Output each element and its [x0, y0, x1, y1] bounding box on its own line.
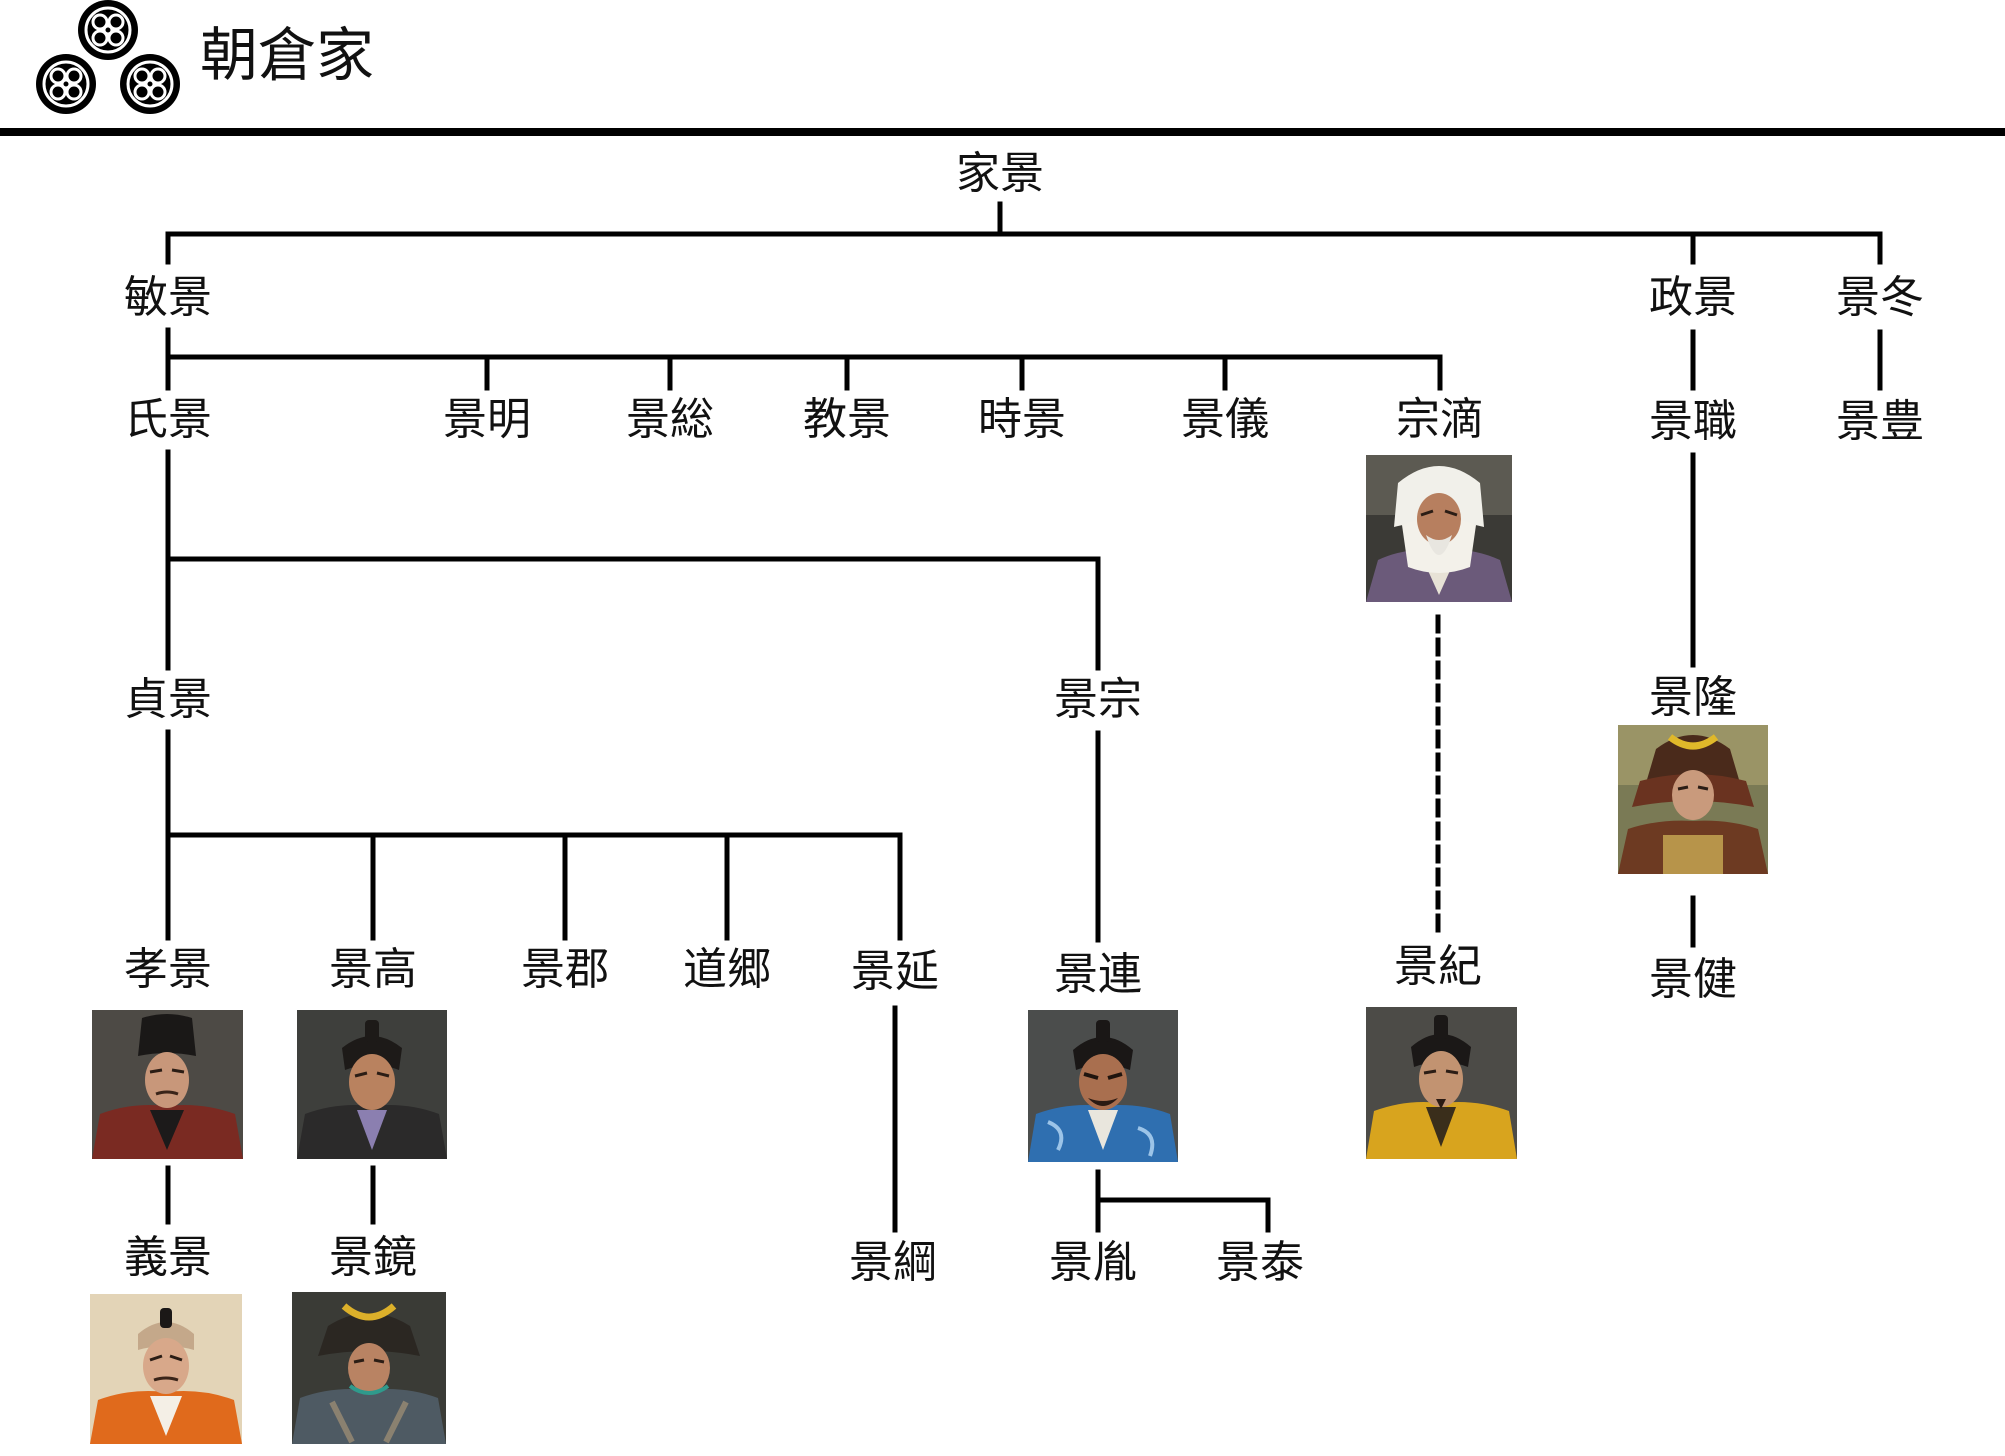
- person-name-kage-akira: 景鏡: [329, 1232, 417, 1283]
- person-name-kage-taka: 景高: [329, 944, 417, 995]
- person-name-kage-fusa: 景総: [626, 394, 714, 445]
- mokko-crest-icon: [26, 0, 190, 118]
- person-name-kage-tsura: 景連: [1054, 949, 1142, 1000]
- portrait-taka-kage: [92, 1010, 243, 1159]
- person-name-ie-kage: 家景: [956, 148, 1044, 199]
- person-name-kage-sato: 景郡: [521, 944, 609, 995]
- person-name-kage-nobu: 景延: [851, 946, 939, 997]
- portrait-kage-akira: [292, 1292, 446, 1444]
- person-name-toshi-kage: 敏景: [124, 272, 212, 323]
- person-name-masa-kage: 政景: [1649, 272, 1737, 323]
- person-name-toki-kage: 時景: [978, 394, 1066, 445]
- person-name-taka-kage: 孝景: [124, 944, 212, 995]
- person-name-kage-take: 景健: [1649, 954, 1737, 1005]
- person-name-sada-kage: 貞景: [124, 674, 212, 725]
- portrait-kage-taka2: [1618, 725, 1768, 874]
- person-name-dokyo: 道郷: [683, 944, 771, 995]
- person-name-yoshi-kage: 義景: [124, 1232, 212, 1283]
- person-name-kage-fuyu: 景冬: [1836, 272, 1924, 323]
- person-name-kage-nori2: 景紀: [1394, 941, 1482, 992]
- portrait-kage-tsura: [1028, 1010, 1178, 1162]
- person-name-kage-nori: 景儀: [1181, 394, 1269, 445]
- person-name-kage-mune: 景宗: [1054, 674, 1142, 725]
- person-name-kage-toyo: 景豊: [1836, 396, 1924, 447]
- portrait-soteki: [1366, 455, 1512, 602]
- person-name-kage-tsuna: 景綱: [849, 1237, 937, 1288]
- person-name-kage-moto: 景職: [1649, 396, 1737, 447]
- person-name-kage-tane: 景胤: [1049, 1237, 1137, 1288]
- person-name-nori-kage: 教景: [803, 394, 891, 445]
- person-name-kage-taka2: 景隆: [1649, 672, 1737, 723]
- portrait-kage-nori2: [1366, 1007, 1517, 1159]
- page-title: 朝倉家: [200, 21, 375, 89]
- person-name-kage-yasu: 景泰: [1216, 1237, 1304, 1288]
- person-name-kage-aki: 景明: [443, 394, 531, 445]
- portrait-yoshi-kage: [90, 1294, 242, 1444]
- person-name-soteki: 宗滴: [1396, 394, 1484, 445]
- person-name-uji-kage: 氏景: [124, 394, 212, 445]
- portrait-kage-taka: [297, 1010, 447, 1159]
